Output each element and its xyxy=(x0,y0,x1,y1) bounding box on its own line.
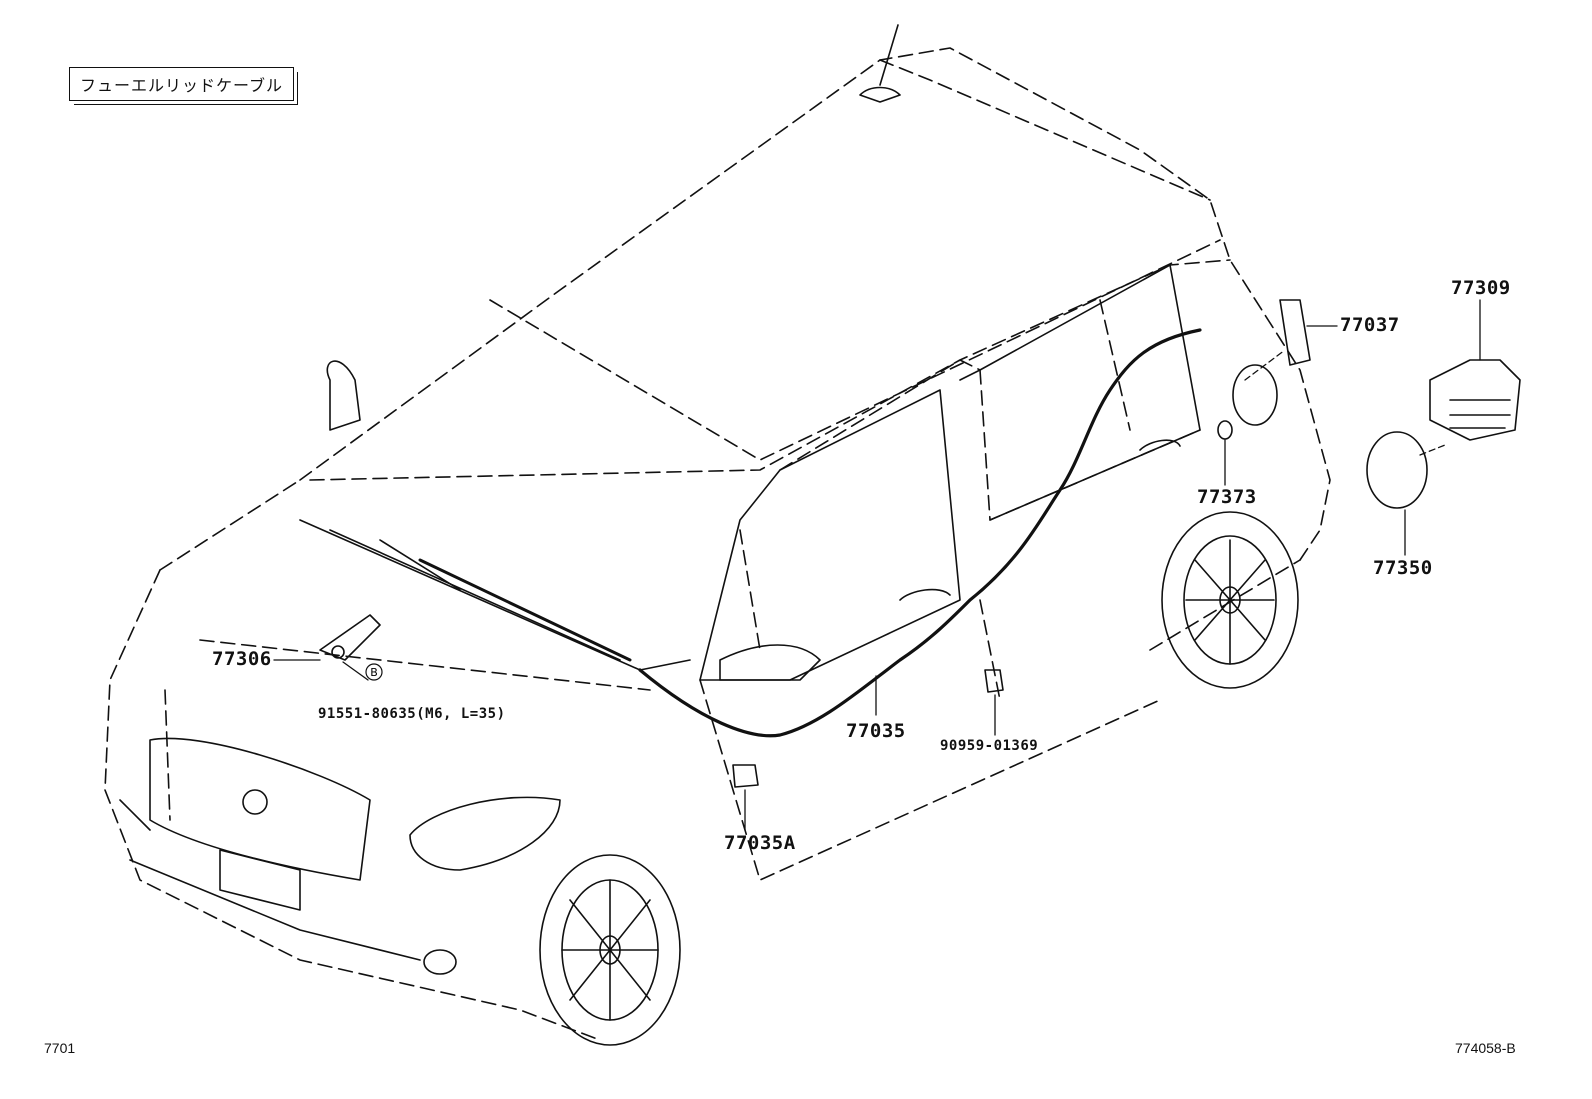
callout-b-label: B xyxy=(370,666,378,679)
part-label-91551[interactable]: 91551-80635(M6, L=35) xyxy=(318,706,506,722)
doors xyxy=(699,264,1201,681)
grommet-77373-shape xyxy=(1217,420,1233,440)
rear-wheel xyxy=(1161,511,1299,689)
part-label-77306[interactable]: 77306 xyxy=(212,648,272,670)
part-label-77373[interactable]: 77373 xyxy=(1197,486,1257,508)
part-label-77350[interactable]: 77350 xyxy=(1373,557,1433,579)
front-bumper-outline xyxy=(119,737,561,975)
part-label-77037[interactable]: 77037 xyxy=(1340,314,1400,336)
grommet-77035a-shape xyxy=(732,764,759,788)
roof-antenna xyxy=(859,24,901,103)
fuel-lid-cable xyxy=(638,328,1202,738)
opener-lever-77306 xyxy=(319,614,381,661)
footer-right-code: 774058-B xyxy=(1455,1040,1516,1056)
leader-lines xyxy=(273,299,1481,831)
part-label-77035[interactable]: 77035 xyxy=(846,720,906,742)
diagram-title: フューエルリッドケーブル xyxy=(69,67,299,105)
front-wheel xyxy=(539,854,681,1046)
part-label-77035a[interactable]: 77035A xyxy=(724,832,796,854)
callout-b-circle: B xyxy=(365,663,383,681)
part-label-77309[interactable]: 77309 xyxy=(1451,277,1511,299)
fuel-door-opening xyxy=(1232,299,1311,426)
footer-left-code: 7701 xyxy=(44,1040,76,1056)
fuel-lid-77309 xyxy=(1429,359,1521,441)
clamp-90959-shape xyxy=(984,669,1004,693)
part-label-90959[interactable]: 90959-01369 xyxy=(940,738,1039,754)
car-body-outline xyxy=(104,47,1331,1041)
cushion-77350 xyxy=(1366,431,1428,509)
